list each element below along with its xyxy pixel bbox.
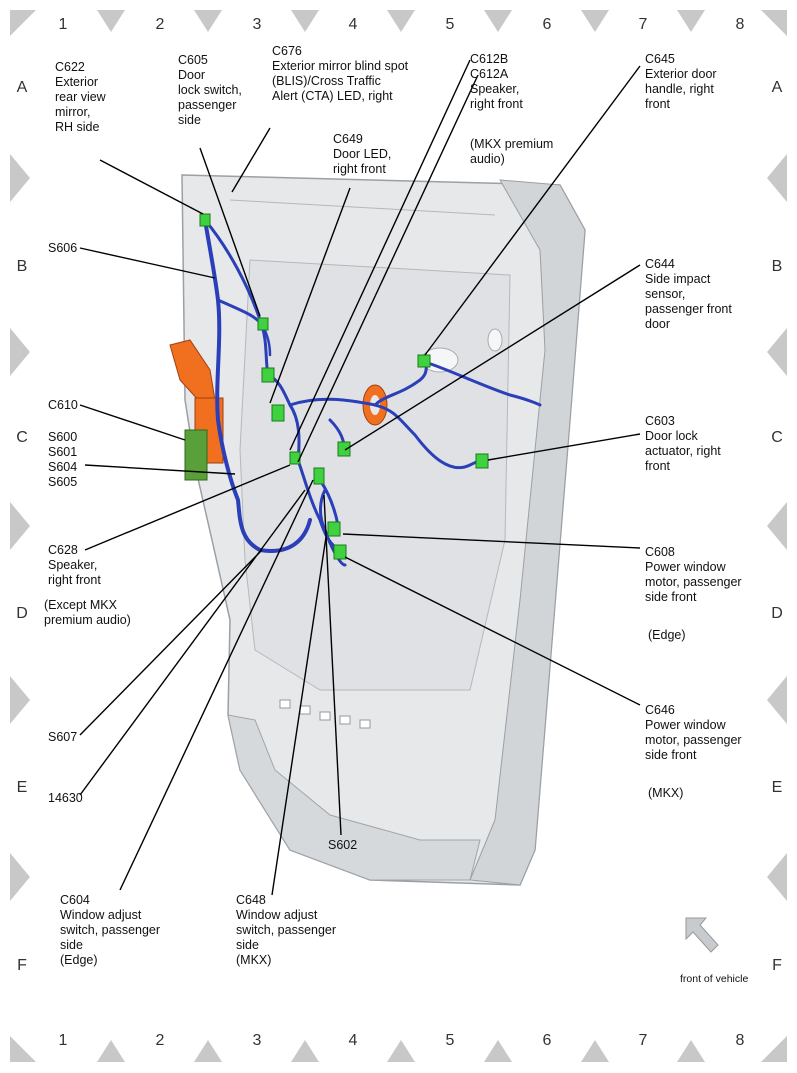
label-c644: C644 Side impact sensor, passenger front…: [645, 257, 732, 331]
frame-tri-top-5: [581, 10, 609, 32]
frame-tri-top-1: [194, 10, 222, 32]
frame-corner-tr: [761, 10, 787, 36]
label-14630: 14630: [48, 791, 83, 805]
grid-col-bottom-8: 8: [735, 1032, 745, 1049]
grid-row-left-F: F: [17, 957, 27, 974]
grid-col-bottom-1: 1: [58, 1032, 68, 1049]
grid-row-right-C: C: [771, 429, 783, 446]
label-c649: C649 Door LED, right front: [333, 132, 392, 176]
grid-col-top-3: 3: [252, 16, 262, 33]
label-c646: C646 Power window motor, passenger side …: [645, 703, 742, 762]
grid-col-bottom-6: 6: [542, 1032, 552, 1049]
frame-tri-right-0: [767, 154, 787, 202]
frame-tri-right-4: [767, 853, 787, 901]
label-c604: C604 Window adjust switch, passenger sid…: [60, 893, 161, 967]
frame-tri-left-0: [10, 154, 30, 202]
label-c676: C676 Exterior mirror blind spot (BLIS)/C…: [272, 44, 409, 103]
frame-tri-left-2: [10, 502, 30, 550]
label-c603: C603 Door lock actuator, right front: [645, 414, 721, 473]
label-c648: C648 Window adjust switch, passenger sid…: [236, 893, 337, 967]
frame-corner-tl: [10, 10, 36, 36]
grid-col-top-8: 8: [735, 16, 745, 33]
grid-col-top-2: 2: [155, 16, 165, 33]
label-c608: C608 Power window motor, passenger side …: [645, 545, 742, 604]
frame-corner-bl: [10, 1036, 36, 1062]
connectors: [199, 213, 489, 560]
grid-col-top-7: 7: [638, 16, 648, 33]
frame-tri-bottom-0: [97, 1040, 125, 1062]
frame-tri-bottom-2: [291, 1040, 319, 1062]
frame-corner-br: [761, 1036, 787, 1062]
label-c628: C628 Speaker, right front: [48, 543, 101, 587]
grid-row-left-A: A: [16, 79, 28, 96]
frame-tri-bottom-3: [387, 1040, 415, 1062]
label-c646-note: (MKX): [648, 786, 684, 800]
label-c612-note: (MKX premium audio): [470, 137, 554, 166]
label-c645: C645 Exterior door handle, right front: [645, 52, 717, 111]
grid-col-top-6: 6: [542, 16, 552, 33]
label-front-of-vehicle: front of vehicle: [680, 973, 749, 985]
label-c605: C605 Door lock switch, passenger side: [178, 53, 242, 127]
label-c610: C610: [48, 398, 78, 412]
grid-col-bottom-5: 5: [445, 1032, 455, 1049]
label-s606: S606: [48, 241, 78, 255]
label-c608-note: (Edge): [648, 628, 686, 642]
grid-col-top-5: 5: [445, 16, 455, 33]
grid-row-right-D: D: [771, 605, 783, 622]
frame-tri-left-4: [10, 853, 30, 901]
frame-tri-left-3: [10, 676, 30, 724]
frame-tri-top-2: [291, 10, 319, 32]
wiring-harness: [203, 218, 542, 567]
frame-tri-right-3: [767, 676, 787, 724]
grid-col-bottom-7: 7: [638, 1032, 648, 1049]
door-panel: [181, 174, 586, 886]
frame-tri-top-0: [97, 10, 125, 32]
grid-row-left-E: E: [16, 779, 28, 796]
frame-tri-bottom-6: [677, 1040, 705, 1062]
label-c622: C622 Exterior rear view mirror, RH side: [55, 60, 106, 134]
label-s607: S607: [48, 730, 78, 744]
frame-tri-bottom-5: [581, 1040, 609, 1062]
leader-lines: [79, 59, 641, 896]
grid-row-right-F: F: [772, 957, 782, 974]
grid-row-right-E: E: [771, 779, 783, 796]
grid-row-right-B: B: [771, 258, 783, 275]
front-of-vehicle-arrow-icon: [685, 917, 719, 953]
grid-col-top-4: 4: [348, 16, 358, 33]
frame-tri-right-1: [767, 328, 787, 376]
grid-row-right-A: A: [771, 79, 783, 96]
frame-tri-bottom-1: [194, 1040, 222, 1062]
frame-tri-left-1: [10, 328, 30, 376]
label-c612: C612B C612A Speaker, right front: [470, 52, 523, 111]
grid-col-top-1: 1: [58, 16, 68, 33]
label-c628-note: (Except MKX premium audio): [44, 598, 131, 627]
grid-row-left-D: D: [16, 605, 28, 622]
grid-col-bottom-4: 4: [348, 1032, 358, 1049]
frame-tri-right-2: [767, 502, 787, 550]
grid-row-left-B: B: [16, 258, 28, 275]
label-s602: S602: [328, 838, 358, 852]
frame-tri-top-6: [677, 10, 705, 32]
grid-row-left-C: C: [16, 429, 28, 446]
grid-col-bottom-3: 3: [252, 1032, 262, 1049]
frame-border: [10, 10, 787, 1062]
frame-tri-top-3: [387, 10, 415, 32]
grid-col-bottom-2: 2: [155, 1032, 165, 1049]
frame-tri-top-4: [484, 10, 512, 32]
frame-tri-bottom-4: [484, 1040, 512, 1062]
label-s600-s605: S600 S601 S604 S605: [48, 430, 78, 489]
